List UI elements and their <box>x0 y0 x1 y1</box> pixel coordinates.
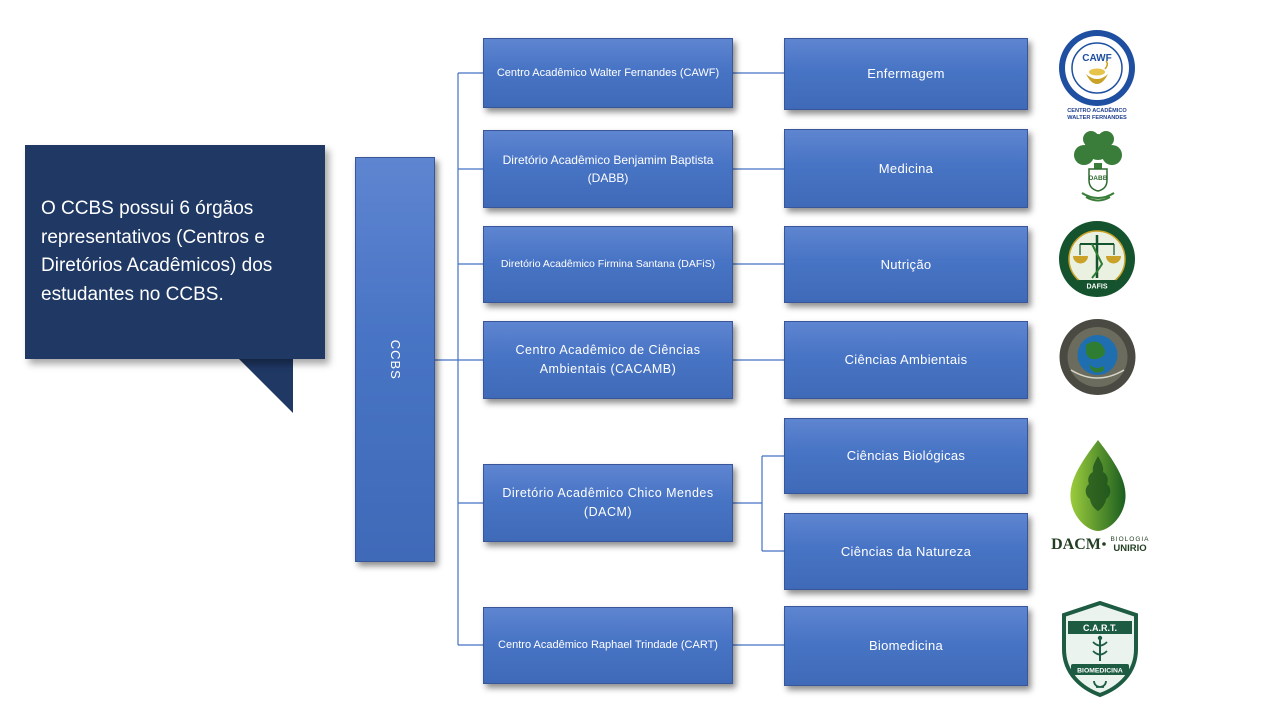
course-label: Biomedicina <box>868 638 944 654</box>
cawf-caption-2: WALTER FERNANDES <box>1067 115 1127 120</box>
org-label: Diretório Acadêmico Chico Mendes (DACM) <box>502 486 714 519</box>
dacm-caption-2: UNIRIO <box>1113 543 1146 554</box>
dacm-caption-1: BIOLOGIA <box>1110 536 1149 543</box>
org-node-dafis: Diretório Acadêmico Firmina Santana (DAF… <box>483 226 733 303</box>
dacm-logo-icon: DACM BIOLOGIA UNIRIO <box>1051 440 1149 554</box>
course-node-ciencias-ambientais: Ciências Ambientais <box>784 321 1028 399</box>
root-node-ccbs: CCBS <box>355 157 435 562</box>
course-node-enfermagem: Enfermagem <box>784 38 1028 110</box>
dacm-logo: DACM BIOLOGIA UNIRIO <box>1040 438 1156 563</box>
course-label: Medicina <box>878 160 934 176</box>
cawf-logo: CAWF CENTRO ACADÊMICO WALTER FERNANDES <box>1056 28 1138 125</box>
dafis-acronym: DAFIS <box>1087 284 1108 291</box>
org-label: Diretório Acadêmico Benjamim Baptista (D… <box>502 153 714 185</box>
org-node-cart: Centro Acadêmico Raphael Trindade (CART) <box>483 607 733 684</box>
course-label: Nutrição <box>880 256 932 272</box>
course-node-biomedicina: Biomedicina <box>784 606 1028 686</box>
org-label: Centro Acadêmico Raphael Trindade (CART) <box>498 639 718 652</box>
callout-text: O CCBS possui 6 órgãos representativos (… <box>41 198 273 305</box>
dabb-logo-icon: DABB <box>1074 131 1122 202</box>
dabb-logo: DABB <box>1062 127 1134 212</box>
org-label: Centro Acadêmico de Ciências Ambientais … <box>515 343 701 376</box>
cawf-logo-icon: CAWF CENTRO ACADÊMICO WALTER FERNANDES <box>1059 30 1135 121</box>
dafis-logo: DAFIS <box>1058 220 1136 303</box>
root-label: CCBS <box>387 339 403 380</box>
course-node-medicina: Medicina <box>784 129 1028 208</box>
callout-tail <box>237 357 293 413</box>
course-node-nutricao: Nutrição <box>784 226 1028 303</box>
cart-caption: BIOMEDICINA <box>1077 668 1123 675</box>
org-node-cawf: Centro Acadêmico Walter Fernandes (CAWF) <box>483 38 733 108</box>
org-label: Diretório Acadêmico Firmina Santana (DAF… <box>500 257 716 270</box>
callout-note: O CCBS possui 6 órgãos representativos (… <box>25 145 325 359</box>
course-node-ciencias-da-natureza: Ciências da Natureza <box>784 513 1028 590</box>
course-label: Ciências Biológicas <box>846 448 966 464</box>
org-label: Centro Acadêmico Walter Fernandes (CAWF) <box>496 66 720 79</box>
cart-acronym: C.A.R.T. <box>1083 623 1117 633</box>
org-node-dabb: Diretório Acadêmico Benjamim Baptista (D… <box>483 130 733 208</box>
dabb-acronym: DABB <box>1089 175 1108 182</box>
org-node-dacm: Diretório Acadêmico Chico Mendes (DACM) <box>483 464 733 542</box>
course-label: Ciências da Natureza <box>840 543 972 559</box>
course-node-ciencias-biologicas: Ciências Biológicas <box>784 418 1028 494</box>
course-label: Ciências Ambientais <box>844 352 968 368</box>
course-label: Enfermagem <box>867 66 945 82</box>
cawf-acronym: CAWF <box>1082 53 1111 64</box>
cawf-caption-1: CENTRO ACADÊMICO <box>1067 106 1127 114</box>
cacamb-logo-icon <box>1059 319 1136 395</box>
cart-logo: C.A.R.T. BIOMEDICINA <box>1058 600 1142 703</box>
dacm-acronym: DACM <box>1051 536 1101 553</box>
cacamb-logo <box>1059 318 1136 401</box>
cart-logo-icon: C.A.R.T. BIOMEDICINA <box>1062 600 1138 698</box>
dafis-logo-icon: DAFIS <box>1059 221 1135 297</box>
org-node-cacamb: Centro Acadêmico de Ciências Ambientais … <box>483 321 733 399</box>
